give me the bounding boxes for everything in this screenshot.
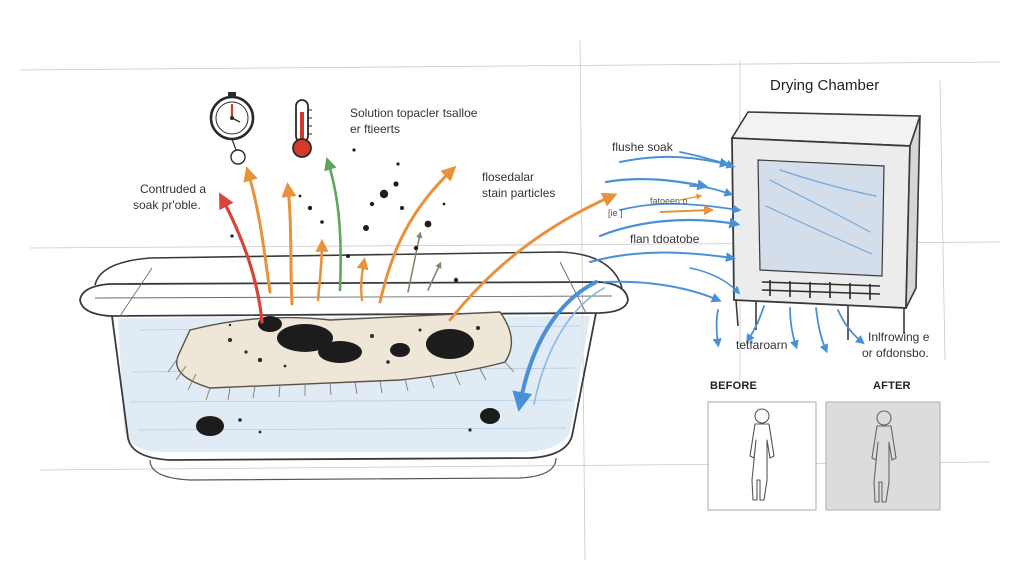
rising-arrows	[219, 157, 618, 324]
orange-arrow	[281, 182, 297, 306]
before-label: BEFORE	[710, 380, 758, 392]
stain-particles	[230, 148, 459, 283]
green-arrow	[324, 157, 342, 292]
thermometer-icon	[292, 99, 312, 158]
orange-arrow	[356, 257, 369, 302]
before-after-panels	[707, 401, 941, 511]
stain-blob	[196, 416, 224, 436]
person-figure-before	[749, 408, 775, 501]
solution-note-line-2: er ftieerts	[350, 122, 401, 136]
stain-blob	[480, 408, 500, 424]
stain-blob	[277, 324, 333, 352]
stain-note-line-1: flosedalar	[482, 170, 535, 184]
contrast-note-line-2: soak pr'oble.	[133, 198, 201, 212]
stain-blob	[390, 343, 410, 357]
drain-flow-arrow	[512, 280, 598, 412]
flan-note: flan tdoatobe	[630, 232, 700, 246]
air-flow-arrows	[589, 151, 877, 354]
drying-chamber-box	[730, 111, 922, 340]
contrast-note-line-1: Contruded a	[140, 182, 207, 196]
after-panel	[825, 401, 941, 511]
person-figure-after	[871, 410, 897, 503]
red-arrow	[219, 192, 264, 324]
small-orange-arrow	[679, 193, 703, 201]
stain-blob	[318, 341, 362, 363]
teta-note: tetfaroarn	[736, 338, 788, 352]
stain-blob	[258, 316, 282, 332]
before-panel	[707, 401, 817, 511]
small-note: fatoeen o	[650, 196, 688, 206]
small-orange-arrow	[659, 205, 714, 216]
orange-arrow	[243, 166, 272, 294]
inflow-note-line-2: or ofdonsbo.	[862, 346, 929, 360]
rug	[167, 311, 515, 436]
orange-arrow	[378, 165, 457, 304]
small-bracket-mark: [ie ]	[608, 208, 623, 218]
gray-arrow	[427, 261, 442, 291]
solution-note-line-1: Solution topacler tsalloe	[350, 106, 478, 120]
flush-soak-label: flushe soak	[612, 140, 673, 154]
after-label: AFTER	[873, 380, 911, 392]
inflow-note-line-1: Inlfrowing e	[868, 330, 930, 344]
stain-note-line-2: stain particles	[482, 186, 556, 200]
drying-chamber-title: Drying Chamber	[770, 77, 880, 94]
orange-arrow	[448, 192, 618, 322]
stopwatch-icon	[209, 92, 255, 165]
orange-arrow	[315, 238, 329, 302]
stain-blob	[426, 329, 474, 359]
gray-arrow	[407, 231, 423, 293]
